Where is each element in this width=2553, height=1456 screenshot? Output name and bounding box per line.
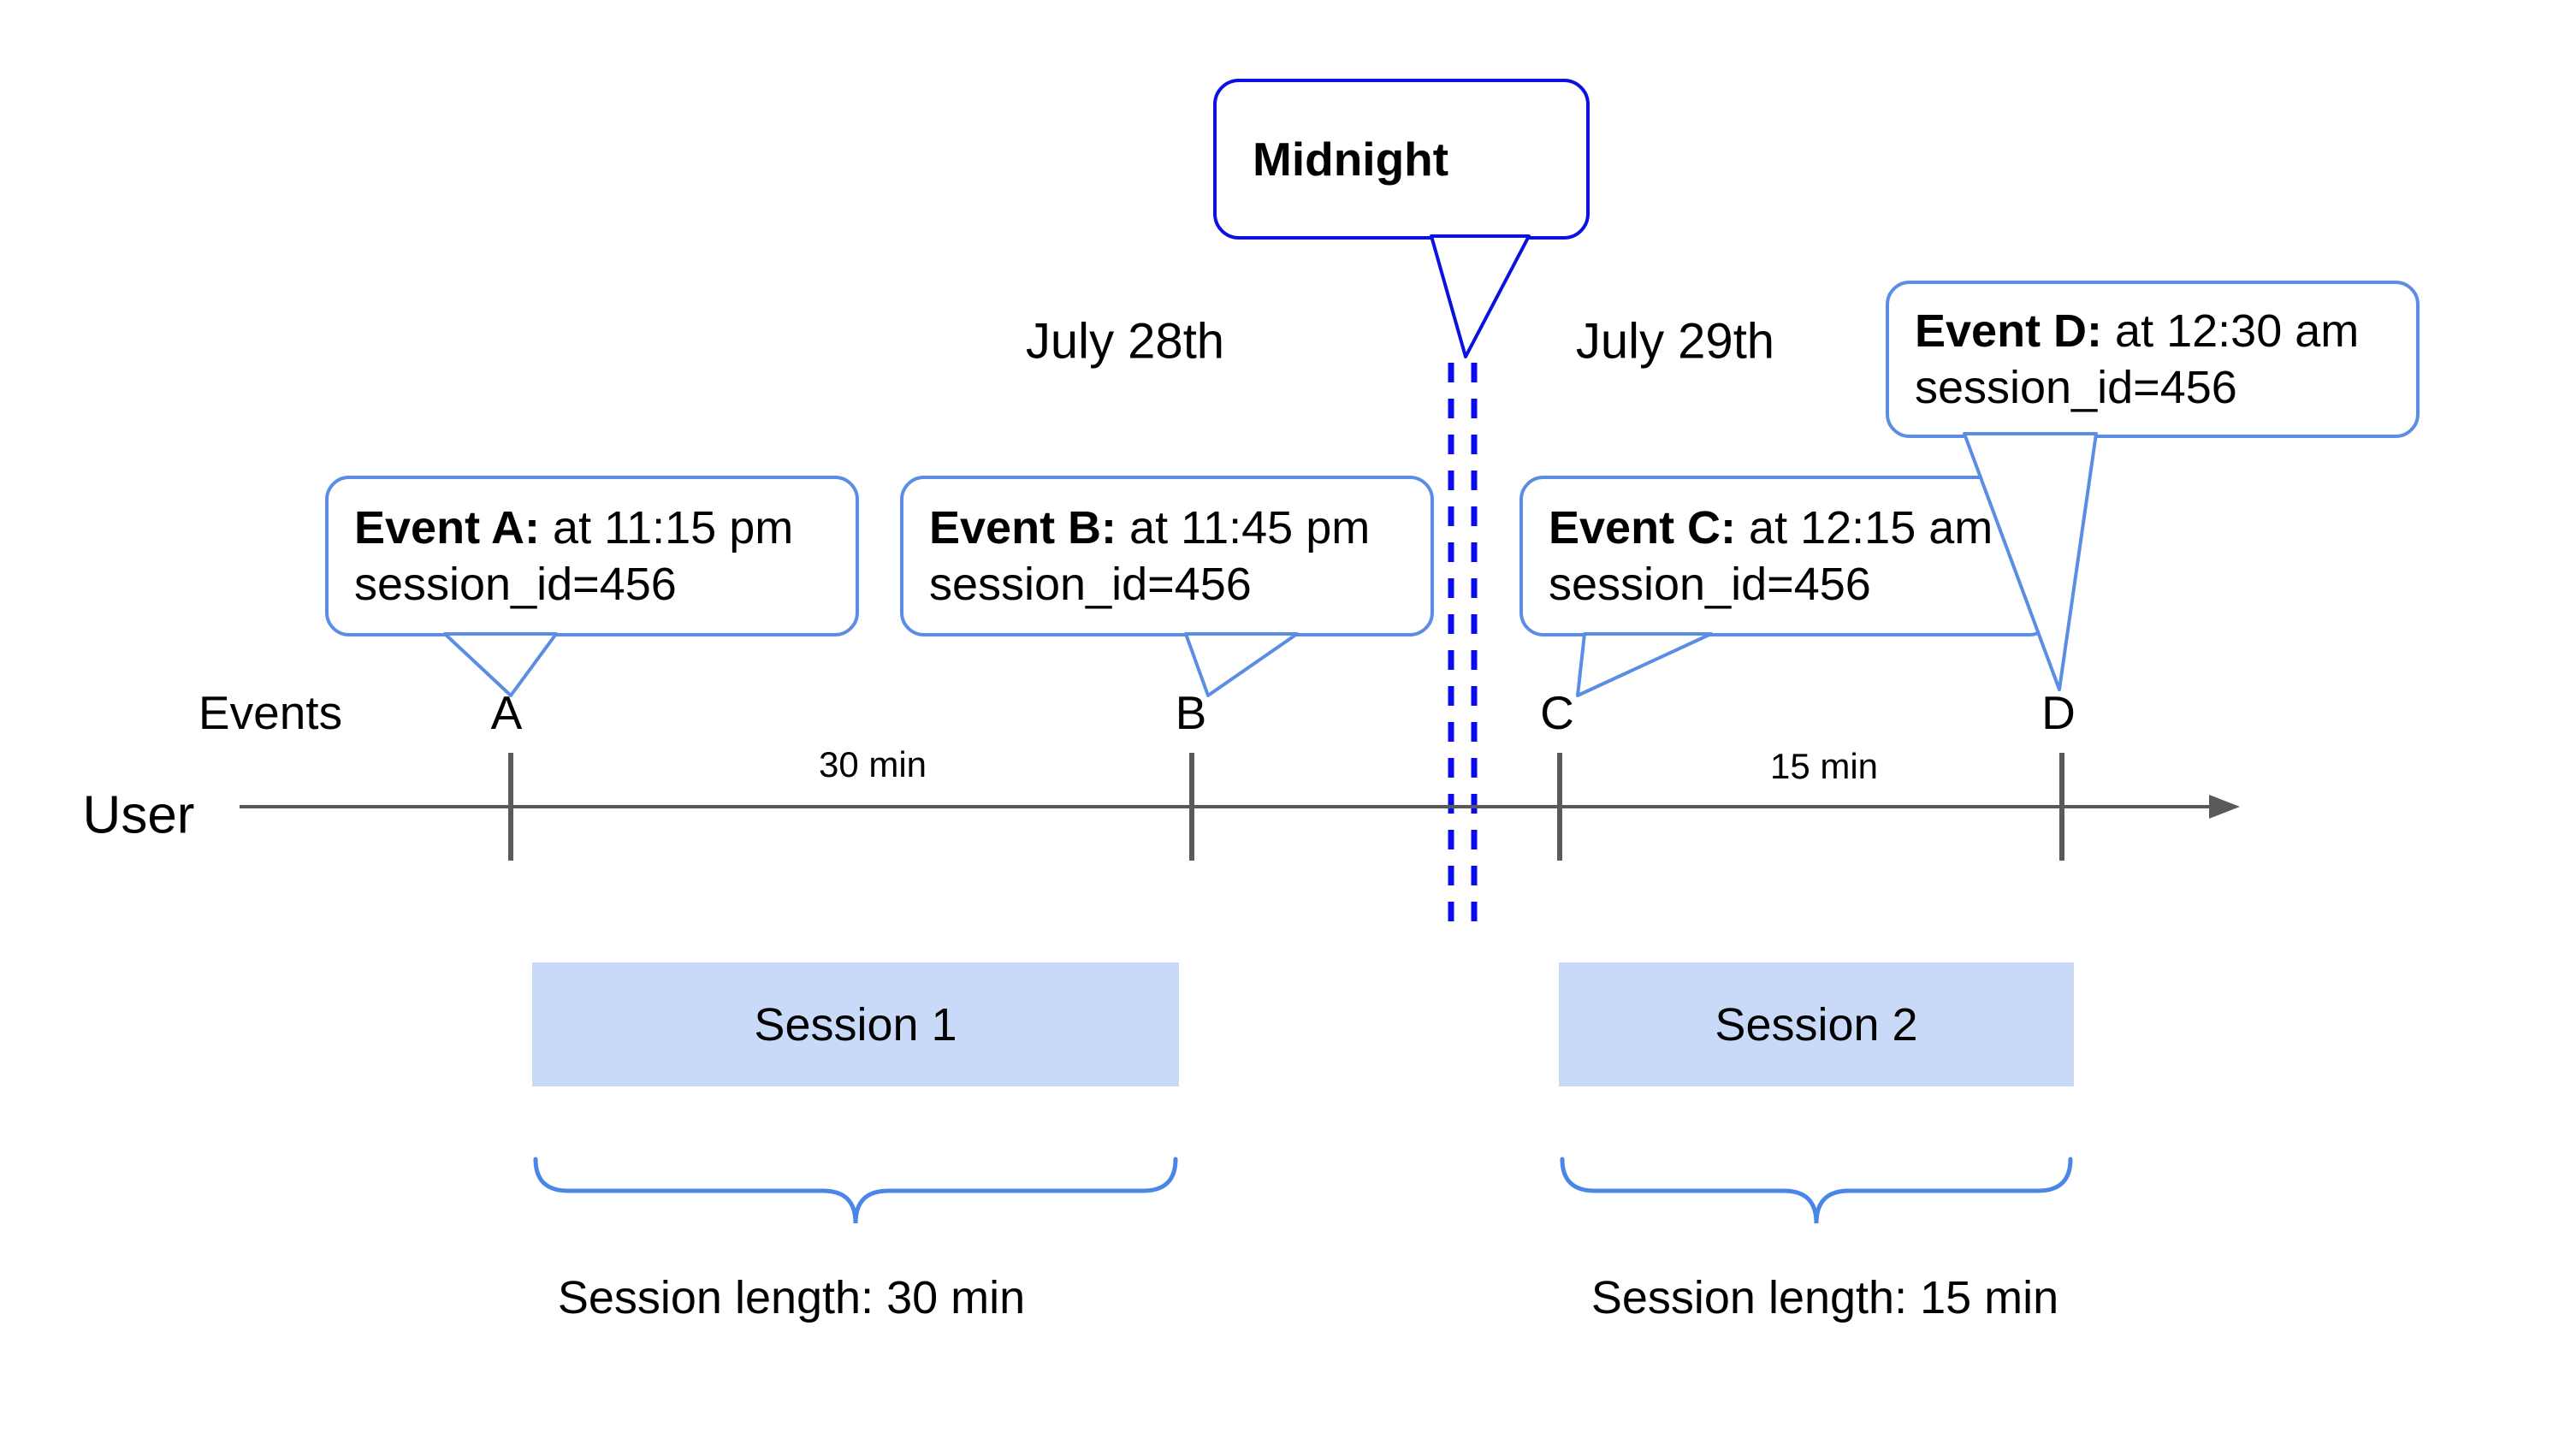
event-c-callout-line1: Event C: at 12:15 am: [1549, 500, 2050, 556]
event-letter-a: A: [490, 686, 523, 739]
event-a-callout: Event A: at 11:15 pm session_id=456: [325, 476, 859, 636]
event-a-callout-line1: Event A: at 11:15 pm: [354, 500, 856, 556]
event-c-session-id: session_id=456: [1549, 559, 1871, 610]
session-2-length-label: Session length: 15 min: [1590, 1272, 2059, 1323]
event-b-session-id: session_id=456: [929, 559, 1252, 610]
event-c-time: at 12:15 am: [1736, 502, 1993, 553]
interval-label-15-min: 15 min: [1769, 746, 1879, 786]
session-2-brace: [1560, 1157, 2073, 1224]
interval-label-30-min: 30 min: [818, 744, 927, 784]
event-d-session-id: session_id=456: [1915, 362, 2237, 413]
event-b-title: Event B:: [929, 502, 1117, 553]
session-1-box: Session 1: [532, 962, 1179, 1086]
date-label-july-28: July 28th: [1025, 313, 1225, 370]
event-a-title: Event A:: [354, 502, 541, 553]
session-2-box: Session 2: [1559, 962, 2074, 1086]
event-c-title: Event C:: [1549, 502, 1737, 553]
event-b-callout-line1: Event B: at 11:45 pm: [929, 500, 1431, 556]
midnight-callout: Midnight: [1213, 79, 1590, 240]
session-1-label: Session 1: [754, 998, 957, 1051]
user-axis-label: User: [82, 785, 195, 845]
event-letter-b: B: [1175, 686, 1207, 739]
event-b-callout: Event B: at 11:45 pm session_id=456: [900, 476, 1434, 636]
event-a-session-id: session_id=456: [354, 559, 677, 610]
event-d-callout-line1: Event D: at 12:30 am: [1915, 303, 2416, 359]
midnight-label: Midnight: [1253, 133, 1449, 186]
midnight-callout-tail: [1430, 234, 1531, 358]
timeline-arrowhead: [2209, 795, 2240, 819]
event-a-time: at 11:15 pm: [540, 502, 794, 553]
date-label-july-29: July 29th: [1575, 313, 1775, 370]
event-d-title: Event D:: [1915, 305, 2103, 357]
events-axis-label: Events: [198, 686, 343, 739]
event-letter-d: D: [2041, 686, 2076, 739]
session-2-label: Session 2: [1715, 998, 1918, 1051]
event-b-time: at 11:45 pm: [1117, 502, 1371, 553]
event-d-time: at 12:30 am: [2102, 305, 2360, 357]
event-d-callout: Event D: at 12:30 am session_id=456: [1886, 281, 2420, 438]
event-letter-c: C: [1540, 686, 1574, 739]
event-c-callout: Event C: at 12:15 am session_id=456: [1519, 476, 2053, 636]
event-c-callout-tail: [1576, 632, 1713, 697]
session-1-length-label: Session length: 30 min: [557, 1272, 1026, 1323]
session-1-brace: [533, 1157, 1178, 1224]
